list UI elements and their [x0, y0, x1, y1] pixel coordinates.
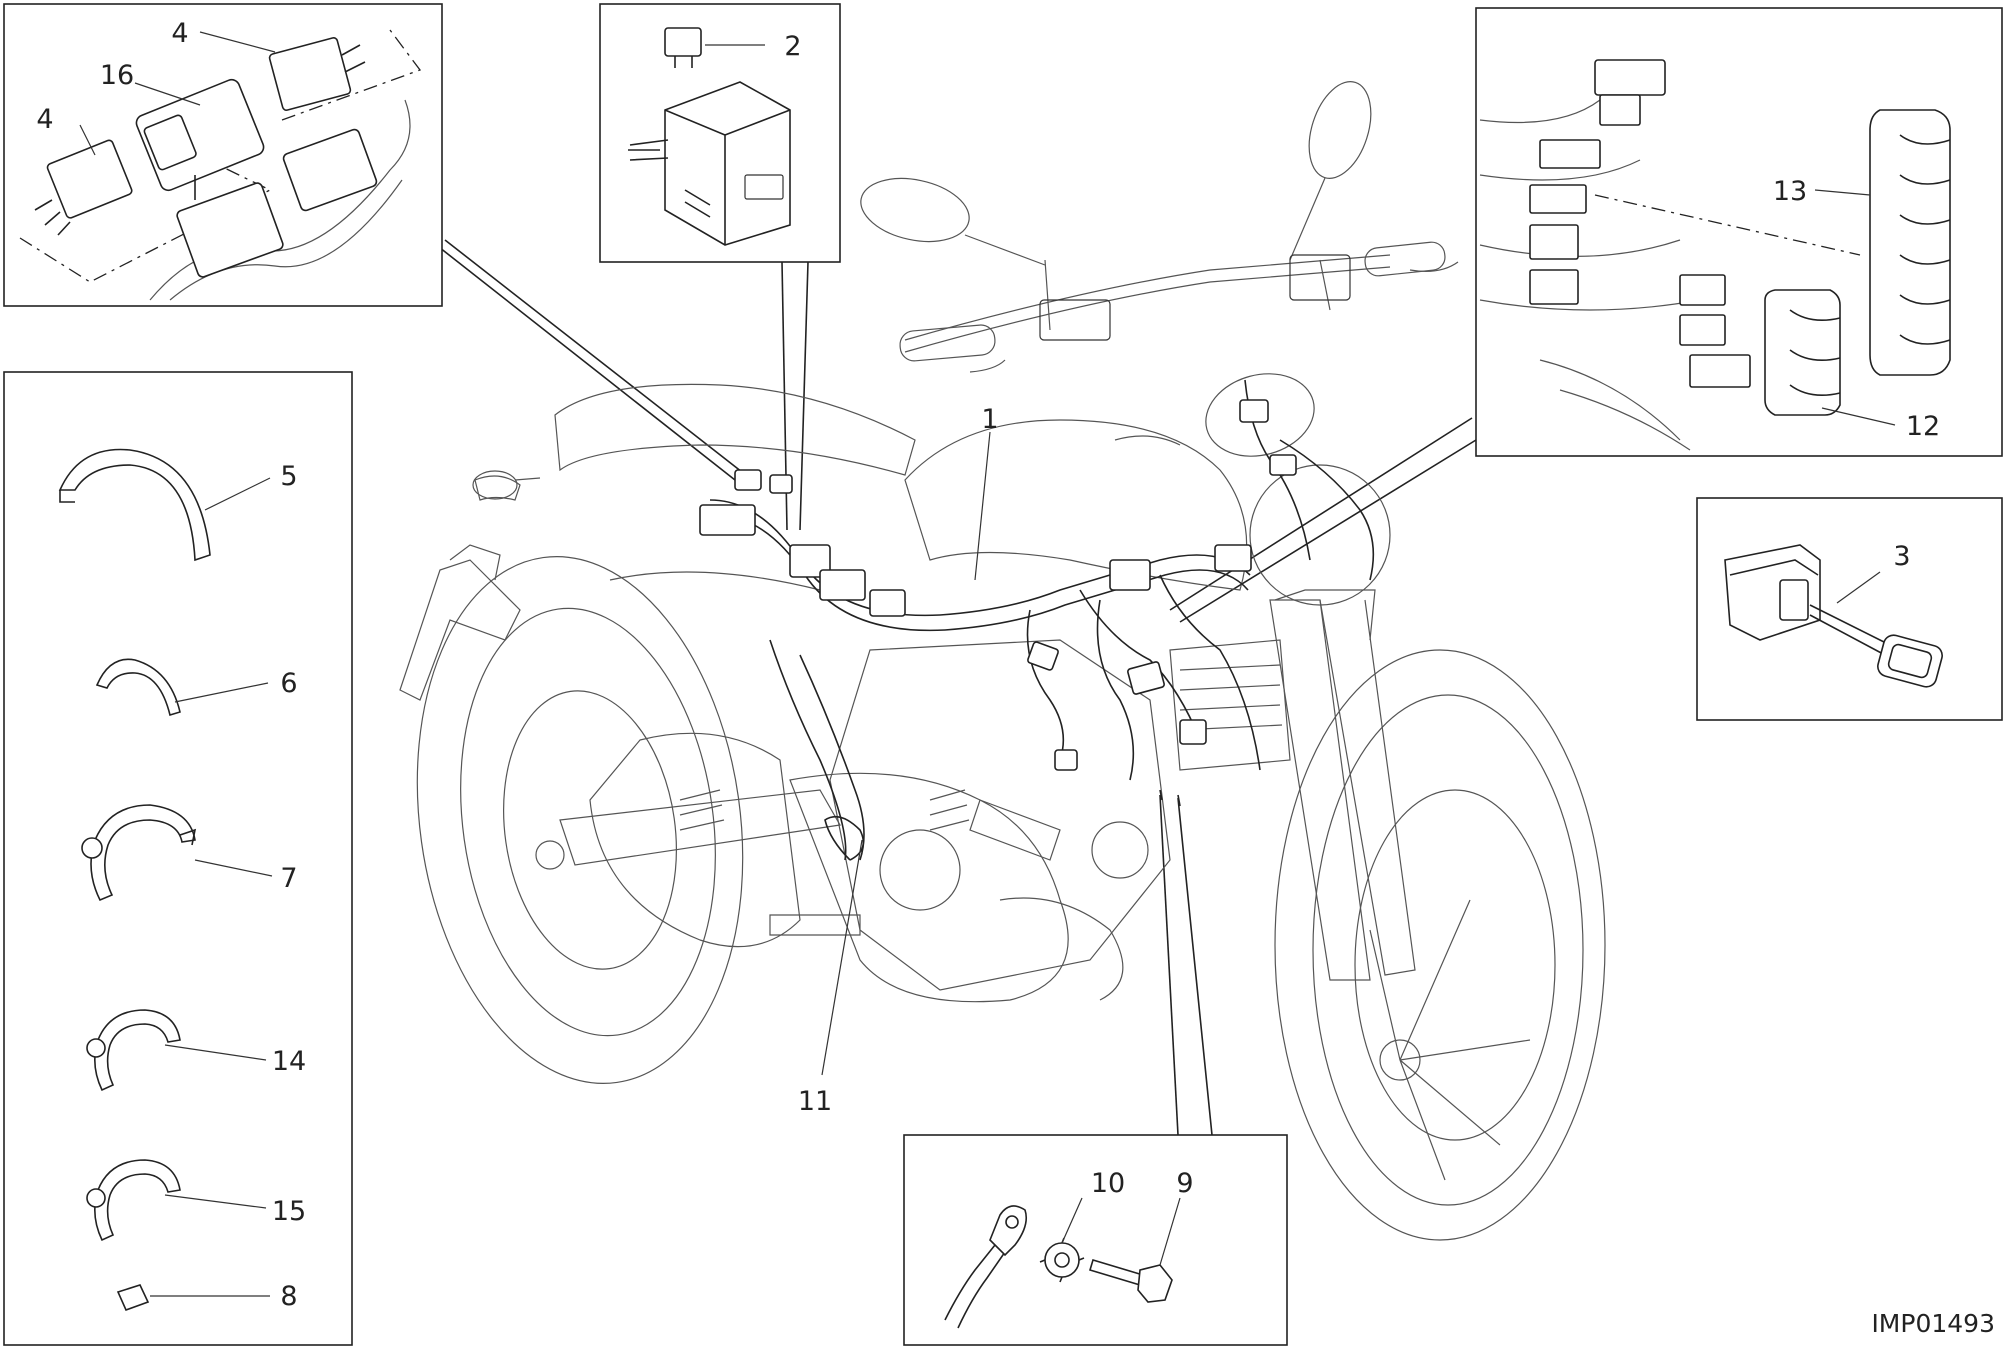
callout-leaders-bike — [821, 431, 991, 1076]
inset-connector-holders: 13 12 — [1475, 7, 2003, 457]
handlebar-and-mirrors — [860, 81, 1459, 373]
inset-fuse-box: 2 — [599, 3, 841, 263]
cable-tie-6 — [95, 658, 181, 717]
holder-12 — [1764, 289, 1841, 416]
drawing-code: IMP01493 — [1871, 1309, 1995, 1338]
callout-5: 5 — [280, 461, 297, 492]
clamp-15 — [86, 1159, 181, 1242]
front-wheel — [1274, 649, 1606, 1241]
cable-tie-5 — [58, 448, 211, 562]
bodywork — [554, 373, 1391, 606]
callout-16: 16 — [100, 60, 134, 91]
bolt-9 — [1089, 1259, 1173, 1303]
callout-3: 3 — [1893, 541, 1910, 572]
relay-4-right — [268, 37, 366, 111]
rear-indicator — [472, 470, 541, 500]
inset-diagnostic-connector: 3 — [1696, 497, 2003, 721]
callout-8: 8 — [280, 1281, 297, 1312]
motorcycle-drawing — [399, 81, 1606, 1241]
fuse-box — [628, 81, 791, 246]
ground-cable-lug — [944, 1205, 1028, 1329]
fuse-2 — [664, 27, 702, 68]
clip-8 — [116, 1284, 150, 1312]
callout-14: 14 — [272, 1046, 306, 1077]
clamp-7 — [81, 804, 197, 902]
callout-1: 1 — [981, 404, 998, 435]
inset-ground-fasteners: 10 9 — [903, 1134, 1288, 1346]
swingarm — [559, 789, 861, 936]
engine — [829, 639, 1291, 991]
inset-relays: 4 16 4 — [3, 3, 443, 307]
callout-15: 15 — [272, 1196, 306, 1227]
inset-cable-ties-clamps: 5 6 7 14 15 8 — [3, 371, 353, 1346]
callout-11: 11 — [798, 1086, 832, 1117]
front-fork — [1269, 589, 1416, 981]
relay-16 — [135, 78, 265, 200]
callout-2: 2 — [784, 31, 801, 62]
callout-4-top: 4 — [171, 18, 188, 49]
callout-9: 9 — [1176, 1168, 1193, 1199]
main-wiring-harness — [699, 379, 1375, 861]
callout-7: 7 — [280, 863, 297, 894]
callout-10: 10 — [1091, 1168, 1125, 1199]
rear-wheel — [416, 556, 744, 1084]
callout-6: 6 — [280, 668, 297, 699]
callout-12: 12 — [1906, 411, 1940, 442]
rear-subframe — [399, 475, 521, 701]
exhaust — [589, 732, 1124, 1003]
relay-4-left — [34, 139, 133, 236]
holder-13 — [1869, 109, 1951, 376]
clamp-14 — [86, 1009, 181, 1092]
callout-4-left: 4 — [36, 104, 53, 135]
connector-3 — [1724, 544, 1943, 688]
inset-leader-lines — [429, 239, 1477, 1136]
callout-13: 13 — [1773, 176, 1807, 207]
